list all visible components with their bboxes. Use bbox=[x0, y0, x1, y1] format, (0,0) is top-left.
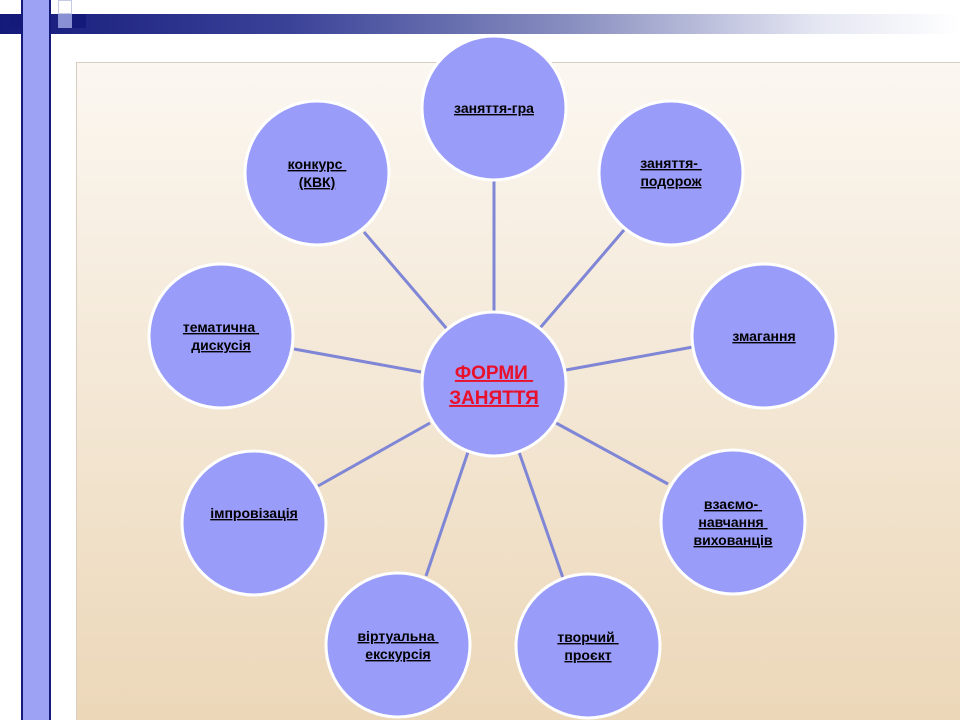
svg-text:творчий проєкт: творчий проєкт bbox=[557, 629, 618, 663]
node-circle bbox=[243, 99, 391, 247]
node-circle bbox=[180, 449, 328, 597]
node-label-line: проєкт bbox=[564, 647, 611, 663]
node-circle bbox=[147, 262, 295, 410]
node-circle bbox=[514, 572, 662, 720]
center-label-line: ФОРМИ bbox=[455, 363, 528, 384]
node-circle bbox=[324, 571, 472, 719]
node-circle bbox=[659, 448, 807, 596]
node-label-line: творчий bbox=[557, 629, 614, 645]
svg-text:заняття- подорож: заняття- подорож bbox=[640, 155, 702, 189]
edge-mutual bbox=[555, 421, 669, 486]
top-gradient-bar bbox=[0, 14, 960, 34]
node-trip: заняття- подорож bbox=[597, 99, 745, 247]
svg-text:взаємо- навчання: взаємо- навчання вихованців bbox=[694, 496, 773, 548]
node-circle bbox=[690, 262, 838, 410]
svg-text:конкурс (КВК): конкурс (КВК) bbox=[288, 156, 347, 190]
edge-improv bbox=[317, 421, 431, 488]
node-label-line: вихованців bbox=[694, 532, 773, 548]
node-project: творчий проєкт bbox=[514, 572, 662, 720]
node-label-line: взаємо- bbox=[704, 496, 759, 512]
decor-square bbox=[10, 14, 22, 28]
center-label-line: ЗАНЯТТЯ bbox=[449, 388, 539, 409]
diagram-edges bbox=[293, 180, 694, 579]
node-game: заняття-гра bbox=[420, 34, 568, 182]
svg-text:імпровізація: імпровізація bbox=[210, 505, 298, 521]
node-label-line: навчання bbox=[698, 514, 763, 530]
node-contest: конкурс (КВК) bbox=[243, 99, 391, 247]
edge-project bbox=[517, 451, 565, 579]
node-label-line: тематична bbox=[183, 319, 255, 335]
edge-competition bbox=[565, 345, 694, 372]
node-label-line: подорож bbox=[640, 173, 702, 189]
svg-text:змагання: змагання bbox=[732, 328, 795, 344]
node-label-line: віртуальна bbox=[357, 628, 434, 644]
node-mutual: взаємо- навчання вихованців bbox=[659, 448, 807, 596]
decor-square bbox=[72, 14, 86, 28]
node-circle bbox=[420, 34, 568, 182]
node-label-line: змагання bbox=[732, 328, 795, 344]
node-competition: змагання bbox=[690, 262, 838, 410]
edge-trip bbox=[538, 229, 626, 329]
decor-square bbox=[58, 0, 72, 14]
node-label-line: імпровізація bbox=[210, 505, 298, 521]
node-circle bbox=[597, 99, 745, 247]
node-label-line: заняття- bbox=[640, 155, 698, 171]
node-excursion: віртуальна екскурсія bbox=[324, 571, 472, 719]
center-circle bbox=[420, 310, 568, 458]
node-label-line: дискусія bbox=[191, 337, 251, 353]
svg-text:віртуальна екскурсія: віртуальна екскурсія bbox=[357, 628, 438, 662]
edge-contest bbox=[362, 231, 449, 330]
node-label-line: конкурс bbox=[288, 156, 343, 172]
node-improv: імпровізація bbox=[180, 449, 328, 597]
node-discussion: тематична дискусія bbox=[147, 262, 295, 410]
svg-text:заняття-гра: заняття-гра bbox=[454, 100, 534, 116]
svg-text:тематична дискусія: тематична дискусія bbox=[183, 319, 259, 353]
edge-discussion bbox=[293, 347, 422, 374]
decor-square bbox=[58, 14, 72, 28]
edge-excursion bbox=[424, 451, 470, 577]
node-label-line: екскурсія bbox=[365, 646, 430, 662]
left-accent-bar bbox=[21, 0, 51, 720]
center-node: ФОРМИ ЗАНЯТТЯ bbox=[420, 310, 568, 458]
node-label-line: (КВК) bbox=[299, 174, 336, 190]
svg-text:ФОРМИ ЗАНЯТТЯ: ФОРМИ ЗАНЯТТЯ bbox=[449, 363, 539, 409]
node-label-line: заняття-гра bbox=[454, 100, 534, 116]
